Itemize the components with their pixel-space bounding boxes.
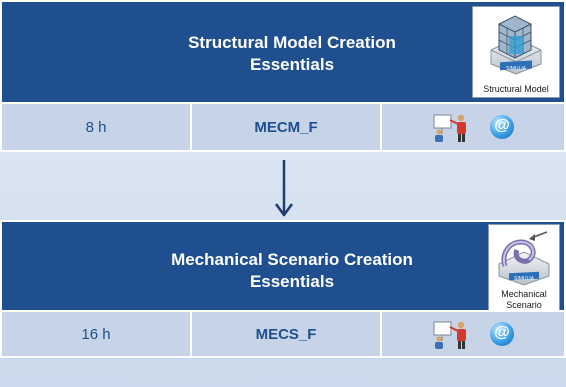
flow-arrow-down-icon (274, 160, 294, 217)
course-title-line1: Mechanical Scenario Creation (171, 250, 413, 269)
course-code: MECM_F (192, 104, 382, 150)
classroom-instructor-icon (433, 114, 466, 142)
course-title-line2: Essentials (249, 272, 335, 291)
tile-caption: Structural Model (473, 84, 559, 95)
course-title: Mechanical Scenario Creation Essentials (112, 249, 472, 293)
structural-model-icon: SIMULIA (490, 15, 542, 75)
course-info-row: 8 h MECM_F @ (0, 102, 566, 152)
course-title: Structural Model Creation Essentials (122, 32, 462, 76)
course-duration: 16 h (2, 312, 192, 356)
course-info-row: 16 h MECS_F @ (0, 310, 566, 358)
delivery-format: @ (382, 104, 564, 150)
structural-model-product-tile: SIMULIA Structural Model (472, 6, 560, 98)
tile-caption: Mechanical Scenario (489, 289, 559, 311)
delivery-format: @ (382, 312, 564, 356)
course-duration: 8 h (2, 104, 192, 150)
online-at-icon: @ (490, 322, 514, 346)
course-block-structural-model: Structural Model Creation Essentials SIM… (0, 0, 566, 152)
simulia-brand-label: SIMULIA (506, 66, 527, 72)
simulia-brand-label: SIMULIA (514, 276, 535, 282)
course-title-line2: Essentials (249, 55, 335, 74)
tile-caption-line1: Mechanical (501, 289, 547, 299)
tile-caption-line2: Scenario (506, 300, 542, 310)
mechanical-scenario-product-tile: SIMULIA Mechanical Scenario (488, 224, 560, 314)
online-at-icon: @ (490, 115, 514, 139)
classroom-instructor-icon (433, 321, 466, 349)
mechanical-scenario-icon: SIMULIA (498, 231, 550, 286)
course-code: MECS_F (192, 312, 382, 356)
course-block-mechanical-scenario: Mechanical Scenario Creation Essentials … (0, 220, 566, 358)
course-header: Structural Model Creation Essentials SIM… (0, 0, 566, 102)
course-header: Mechanical Scenario Creation Essentials … (0, 220, 566, 314)
course-title-line1: Structural Model Creation (188, 33, 396, 52)
tile-caption-line1: Structural Model (483, 84, 549, 94)
